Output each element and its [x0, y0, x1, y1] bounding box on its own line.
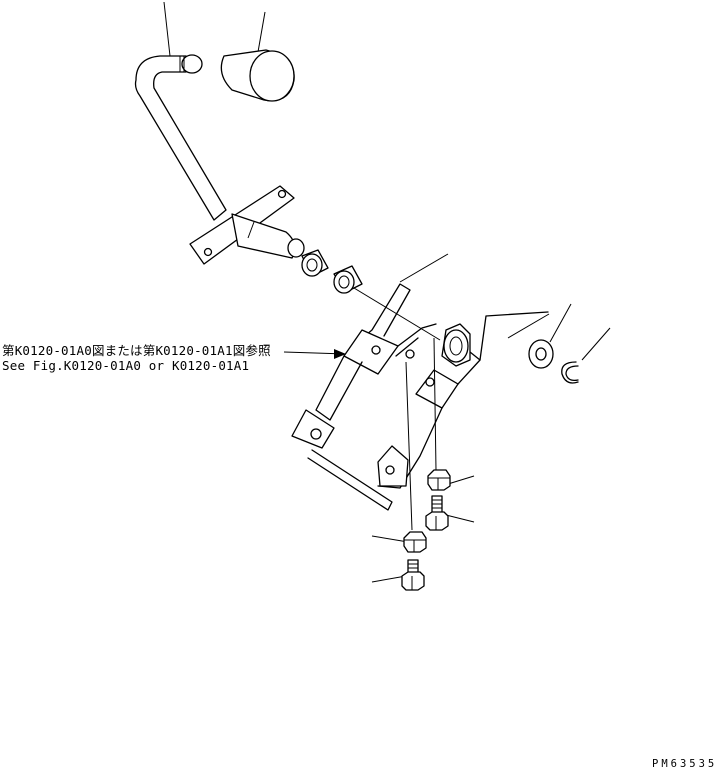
bolt-left: [401, 559, 425, 591]
nut-left: [403, 531, 427, 553]
nut-right: [427, 469, 451, 491]
reference-note-japanese: 第K0120-01A0図または第K0120-01A1図参照: [2, 343, 271, 358]
leader-lines: [163, 1, 611, 583]
lever-assembly: [134, 49, 305, 265]
bolt-right: [425, 495, 449, 531]
bracket: [291, 283, 549, 511]
bushings: [301, 249, 441, 341]
centerlines: [405, 337, 437, 531]
washer: [528, 339, 554, 369]
drawing-code: PM63535: [652, 758, 718, 770]
leader-arrowhead: [334, 349, 346, 359]
snap-ring: [561, 361, 579, 384]
reference-note-english: See Fig.K0120-01A0 or K0120-01A1: [2, 358, 250, 373]
